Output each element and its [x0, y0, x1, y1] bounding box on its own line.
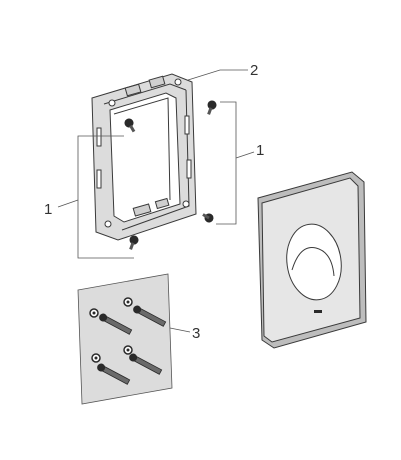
screw-icon — [124, 100, 217, 250]
callout-frame-screws-left: 1 — [44, 201, 52, 218]
mounting-frame-icon — [91, 73, 197, 241]
callout-frame-screws-right: 1 — [256, 142, 264, 159]
callout-wall-anchors: 3 — [192, 325, 200, 342]
wall-plug-icon — [77, 273, 173, 405]
callout-2-leader — [187, 69, 248, 81]
callout-mounting-frame: 2 — [250, 62, 258, 79]
callout-1-left-bracket — [57, 135, 134, 259]
callout-1-right-bracket — [216, 101, 255, 225]
callout-3-leader — [169, 327, 191, 333]
flush-plate-icon — [257, 171, 367, 349]
